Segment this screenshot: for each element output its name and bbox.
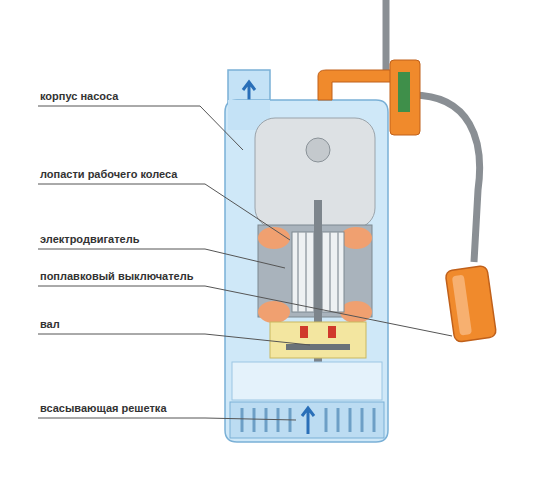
coil — [258, 227, 290, 249]
part-label: вал — [40, 318, 60, 331]
part-label: лопасти рабочего колеса — [40, 168, 177, 181]
pump-body — [225, 100, 388, 442]
coil — [340, 227, 372, 249]
float-cable — [412, 95, 480, 262]
part-label: всасывающая решетка — [40, 402, 167, 415]
impeller — [270, 322, 366, 358]
seal — [328, 326, 336, 338]
coil — [340, 301, 372, 323]
bearing — [306, 138, 330, 162]
switch-insert — [398, 72, 410, 112]
part-label: электродвигатель — [40, 233, 139, 246]
handle — [318, 70, 392, 100]
flow-arrow — [302, 408, 314, 434]
cable — [383, 0, 390, 70]
leader-lines — [38, 106, 452, 420]
flow-arrow — [243, 82, 255, 100]
suction-chamber — [232, 362, 382, 400]
grate — [230, 402, 384, 438]
float — [445, 265, 497, 342]
part-label: поплавковый выключатель — [40, 270, 193, 283]
impeller-disc — [286, 344, 350, 350]
switch-box — [390, 60, 420, 135]
seal — [300, 326, 308, 338]
part-label: корпус насоса — [40, 90, 118, 103]
coil — [258, 301, 290, 323]
